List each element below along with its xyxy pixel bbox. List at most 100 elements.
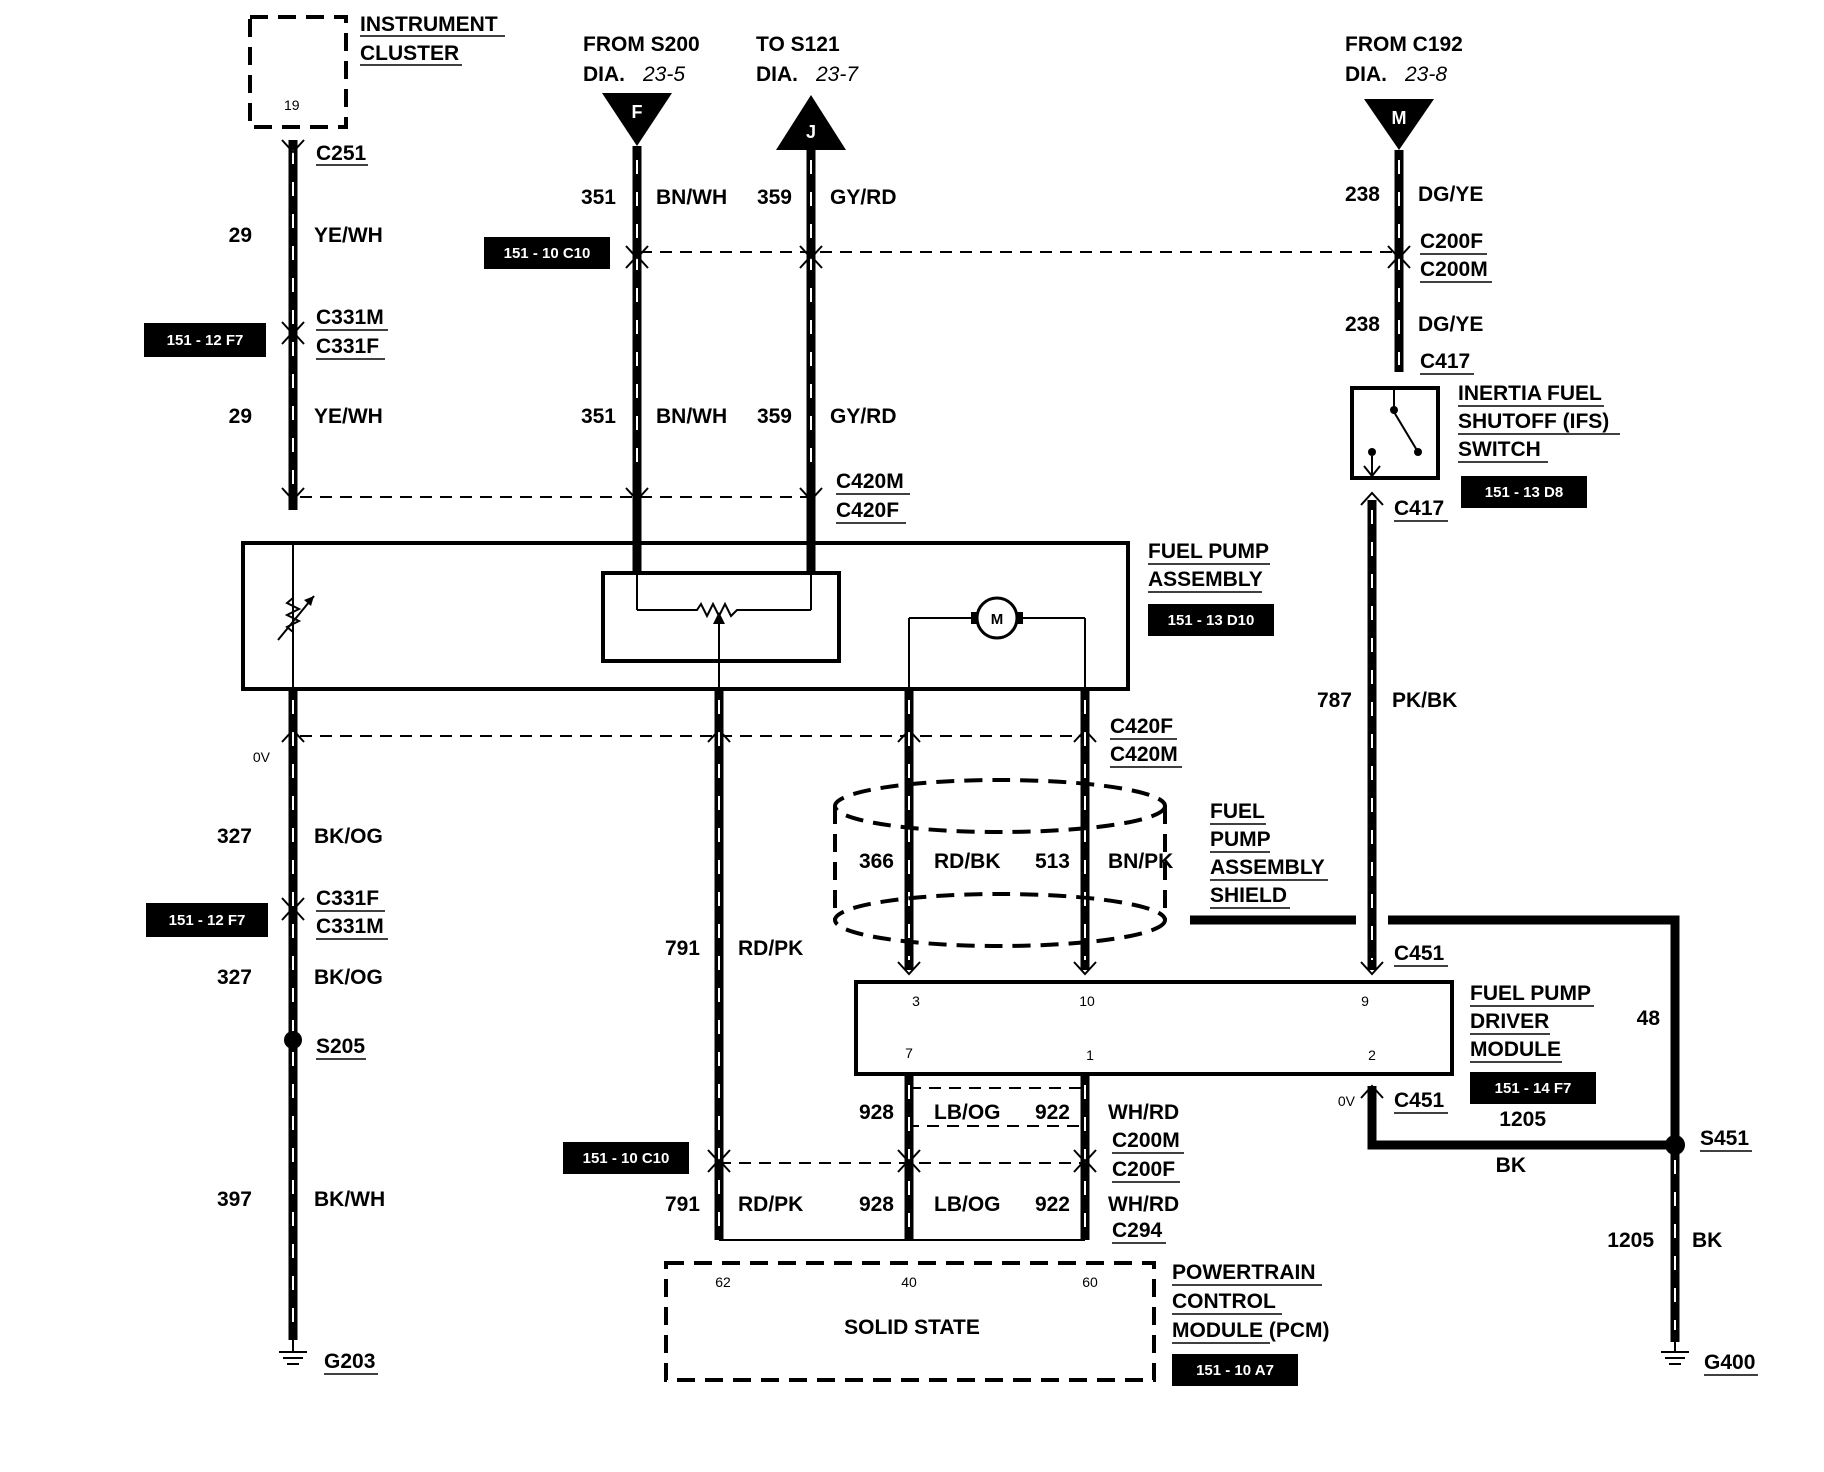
wire-327-color: BK/OG <box>314 825 383 848</box>
s200-source: FROM S200 DIA. 23-5 F <box>583 33 700 146</box>
c200f-low-label: C200F <box>1112 1158 1175 1181</box>
pcm-box <box>664 1261 1156 1382</box>
wire-238-num: 238 <box>1345 183 1380 206</box>
shield-label-3: ASSEMBLY <box>1210 856 1325 879</box>
wire-359-color: GY/RD <box>830 186 897 209</box>
wire-351b-color: BN/WH <box>656 405 727 428</box>
fuel-pump-assembly-label-1: FUEL PUMP <box>1148 540 1269 563</box>
fuel-pump-assembly-shield: FUEL PUMP ASSEMBLY SHIELD <box>833 778 1328 948</box>
c192-arrow-icon <box>1364 99 1434 150</box>
instrument-cluster-label-1: INSTRUMENT <box>360 13 498 36</box>
s205-label: S205 <box>316 1035 365 1058</box>
wire-29-color: YE/WH <box>314 224 383 247</box>
svg-text:151 - 10 C10: 151 - 10 C10 <box>504 245 591 262</box>
wire-397-color: BK/WH <box>314 1188 385 1211</box>
wire-1205-color: BK <box>1496 1154 1526 1177</box>
wire-327b-color: BK/OG <box>314 966 383 989</box>
c331m-top-label: C331M <box>316 306 384 329</box>
s205-splice-icon <box>284 1031 302 1049</box>
shield-label-1: FUEL <box>1210 800 1265 823</box>
ref-c10-top: 151 - 10 C10 <box>484 237 610 269</box>
ifs-label-1: INERTIA FUEL <box>1458 382 1602 405</box>
wire-791-num: 791 <box>665 937 700 960</box>
wire-29-num: 29 <box>229 224 252 247</box>
wire-29b-num: 29 <box>229 405 252 428</box>
instrument-cluster-pin: 19 <box>284 97 300 113</box>
pcm-label-1: POWERTRAIN <box>1172 1261 1316 1284</box>
wire-791b-num: 791 <box>665 1193 700 1216</box>
g203-label: G203 <box>324 1350 375 1373</box>
pcm-body-label: SOLID STATE <box>844 1316 980 1339</box>
fpdm-pin-10: 10 <box>1079 993 1095 1009</box>
c192-source: FROM C192 DIA. 23-8 M <box>1345 33 1463 150</box>
wire-1205-num: 1205 <box>1499 1108 1546 1131</box>
svg-text:151 - 13 D10: 151 - 13 D10 <box>1168 612 1255 629</box>
ifs-switch-box <box>1350 386 1440 480</box>
wire-922-color: WH/RD <box>1108 1101 1179 1124</box>
svg-text:151 - 12 F7: 151 - 12 F7 <box>167 332 244 349</box>
s451-splice-icon <box>1665 1135 1685 1155</box>
right-volt-label: 0V <box>1338 1093 1356 1109</box>
fuel-pump-assembly-label-2: ASSEMBLY <box>1148 568 1263 591</box>
wire-238b-color: DG/YE <box>1418 313 1483 336</box>
c331-lower-connector-icon <box>281 897 305 921</box>
c420f-bot-label: C420F <box>1110 715 1173 738</box>
s200-dia-prefix: DIA. <box>583 63 625 86</box>
c251-connector-icon <box>281 139 305 154</box>
ifs-label-2: SHUTOFF (IFS) <box>1458 410 1609 433</box>
wire-787-color: PK/BK <box>1392 689 1457 712</box>
wire-359-num: 359 <box>757 186 792 209</box>
fuel-pump-assembly-box <box>241 541 1130 691</box>
g203-ground-icon <box>279 1340 307 1365</box>
wire-791b-color: RD/PK <box>738 1193 803 1216</box>
wire-327b-num: 327 <box>217 966 252 989</box>
wire-928-num: 928 <box>859 1101 894 1124</box>
s200-arrow-icon <box>602 93 672 146</box>
c192-arrow-letter: M <box>1392 108 1407 128</box>
c451-top-label: C451 <box>1394 942 1445 965</box>
wire-513-num: 513 <box>1035 850 1070 873</box>
wire-1205 <box>1367 1086 1675 1150</box>
g400-ground-icon <box>1661 1342 1689 1365</box>
wire-513-color: BN/PK <box>1108 850 1173 873</box>
ifs-switch: INERTIA FUEL SHUTOFF (IFS) SWITCH <box>1350 382 1620 480</box>
s200-dia: 23-5 <box>642 63 685 86</box>
wire-359b-num: 359 <box>757 405 792 428</box>
c192-dia-prefix: DIA. <box>1345 63 1387 86</box>
fpdm-label-2: DRIVER <box>1470 1010 1549 1033</box>
wire-922-num: 922 <box>1035 1101 1070 1124</box>
wire-351-color: BN/WH <box>656 186 727 209</box>
c294-label: C294 <box>1112 1219 1163 1242</box>
svg-text:151 - 14 F7: 151 - 14 F7 <box>1495 1080 1572 1097</box>
fpdm-pin-7: 7 <box>905 1045 913 1061</box>
svg-text:151 - 10 A7: 151 - 10 A7 <box>1196 1362 1274 1379</box>
ref-f7-top: 151 - 12 F7 <box>144 323 266 357</box>
ref-c10-bottom: 151 - 10 C10 <box>563 1142 689 1174</box>
fpdm-pin-9: 9 <box>1361 993 1369 1009</box>
fuel-pump-driver-module: 3 10 9 7 1 2 FUEL PUMP DRIVER MODULE <box>854 980 1594 1076</box>
pcm-label-2: CONTROL <box>1172 1290 1276 1313</box>
c331f-bot-label: C331F <box>316 887 379 910</box>
fuel-sender-box <box>601 571 841 663</box>
wire-238b-num: 238 <box>1345 313 1380 336</box>
shield-label-2: PUMP <box>1210 828 1271 851</box>
instrument-cluster: INSTRUMENT CLUSTER 19 <box>248 13 505 129</box>
c417-top-label: C417 <box>1420 350 1470 373</box>
wire-791-color: RD/PK <box>738 937 803 960</box>
ref-d8: 151 - 13 D8 <box>1461 476 1587 508</box>
c200m-label: C200M <box>1420 258 1488 281</box>
c200f-label: C200F <box>1420 230 1483 253</box>
wire-366-num: 366 <box>859 850 894 873</box>
instrument-cluster-label-2: CLUSTER <box>360 42 459 65</box>
s451-label: S451 <box>1700 1127 1749 1150</box>
wire-238-color: DG/YE <box>1418 183 1483 206</box>
wire-1205b-color: BK <box>1692 1229 1722 1252</box>
c192-dia: 23-8 <box>1404 63 1447 86</box>
c451-bot-label: C451 <box>1394 1089 1445 1112</box>
fpdm-label-3: MODULE <box>1470 1038 1561 1061</box>
s121-arrow-letter: J <box>806 122 816 142</box>
fpdm-pin-1: 1 <box>1086 1047 1094 1063</box>
ref-f7-bottom: 151 - 12 F7 <box>146 903 268 937</box>
ref-f7-fpdm: 151 - 14 F7 <box>1470 1072 1596 1104</box>
g400-label: G400 <box>1704 1351 1755 1374</box>
